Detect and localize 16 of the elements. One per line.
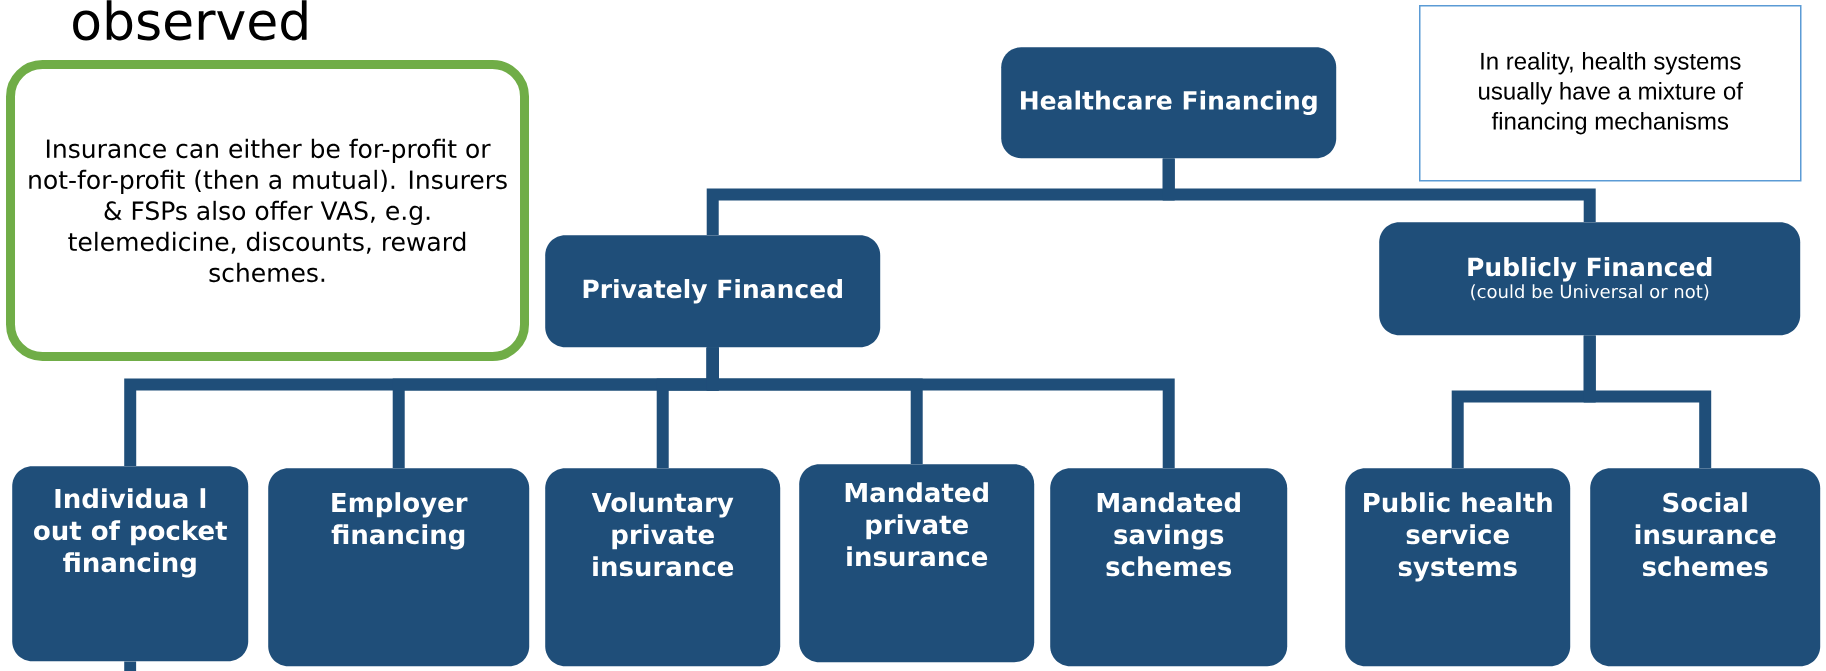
category-box: Healthcare Financing [1001,47,1337,159]
category-box: Publicly Financed (could be Universal or not) [1379,222,1801,336]
category-box: Public health service systems [1345,468,1571,667]
category-box: Social insurance schemes [1590,468,1821,667]
category-box: Mandated private insurance [799,464,1035,663]
connector-line [1583,335,1712,468]
category-box: Voluntary private insurance [545,468,781,667]
note-box: In reality, health systems usually have a mixture of financing mechanisms [1419,5,1802,182]
connector-line [706,347,1175,468]
category-box: Employer financing [268,468,530,667]
category-box: Privately Financed [545,235,881,348]
category-box: Mandated savings schemes [1050,468,1288,667]
category-box: Individua l out of pocket financing [12,466,249,662]
connector-line [1162,158,1596,222]
connector-line [124,661,137,671]
note-box: Insurance can either be for-profit or not-for-profit (then a mutual). Insurers & FSPs also offer VAS, e.g. telemedicine, discounts, reward schemes. [6,60,529,361]
